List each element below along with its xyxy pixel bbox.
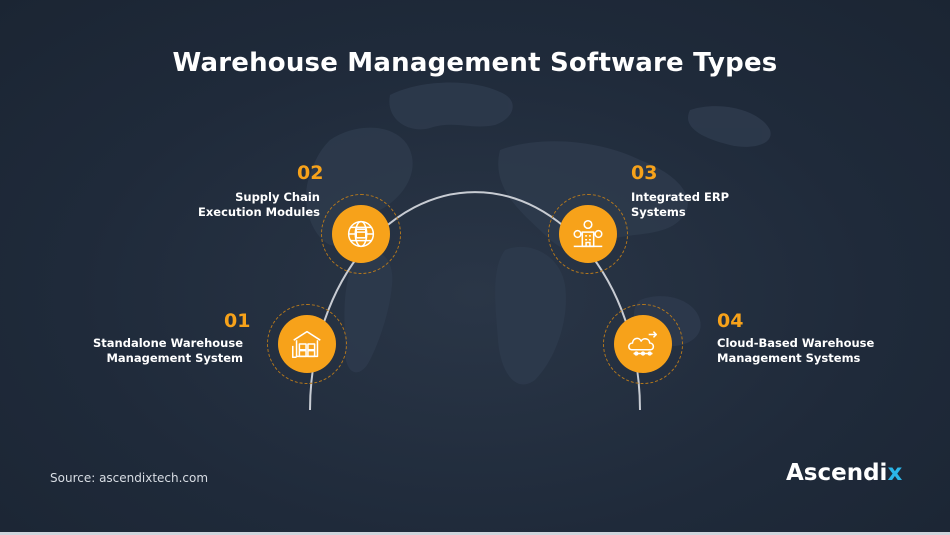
item-label-03-line2: Systems [631, 205, 686, 219]
item-label-01-line1: Standalone Warehouse [93, 336, 243, 350]
globe-icon [347, 220, 375, 248]
page-title: Warehouse Management Software Types [172, 48, 778, 78]
item-number-04: 04 [717, 310, 744, 332]
item-label-04: Cloud-Based Warehouse Management Systems [717, 336, 874, 366]
dashed-ring-03 [548, 194, 628, 274]
dashed-ring-02 [321, 194, 401, 274]
item-label-03: Integrated ERP Systems [631, 190, 729, 220]
item-label-04-line1: Cloud-Based Warehouse [717, 336, 875, 350]
item-label-03-line1: Integrated ERP [631, 190, 730, 204]
dashed-ring-04 [603, 304, 683, 384]
item-label-04-line2: Management Systems [717, 351, 861, 365]
item-label-01: Standalone Warehouse Management System [93, 336, 243, 366]
item-number-01: 01 [224, 310, 251, 332]
node-03 [559, 205, 617, 263]
item-label-02-line1: Supply Chain [235, 190, 320, 204]
cloud-conveyor-icon [628, 331, 658, 356]
ascendix-logo: Ascendix [786, 460, 902, 486]
item-label-02-line2: Execution Modules [198, 205, 320, 219]
bottom-divider [0, 532, 950, 535]
item-label-01-line2: Management System [106, 351, 243, 365]
item-number-03: 03 [631, 162, 658, 184]
item-number-02: 02 [297, 162, 324, 184]
node-01 [278, 315, 336, 373]
erp-building-icon [573, 219, 603, 248]
node-04 [614, 315, 672, 373]
warehouse-icon [291, 330, 321, 359]
node-02 [332, 205, 390, 263]
dashed-ring-01 [267, 304, 347, 384]
logo-accent: x [887, 460, 903, 486]
item-label-02: Supply Chain Execution Modules [198, 190, 320, 220]
source-caption: Source: ascendixtech.com [50, 471, 209, 485]
logo-text: Ascendi [786, 460, 888, 486]
